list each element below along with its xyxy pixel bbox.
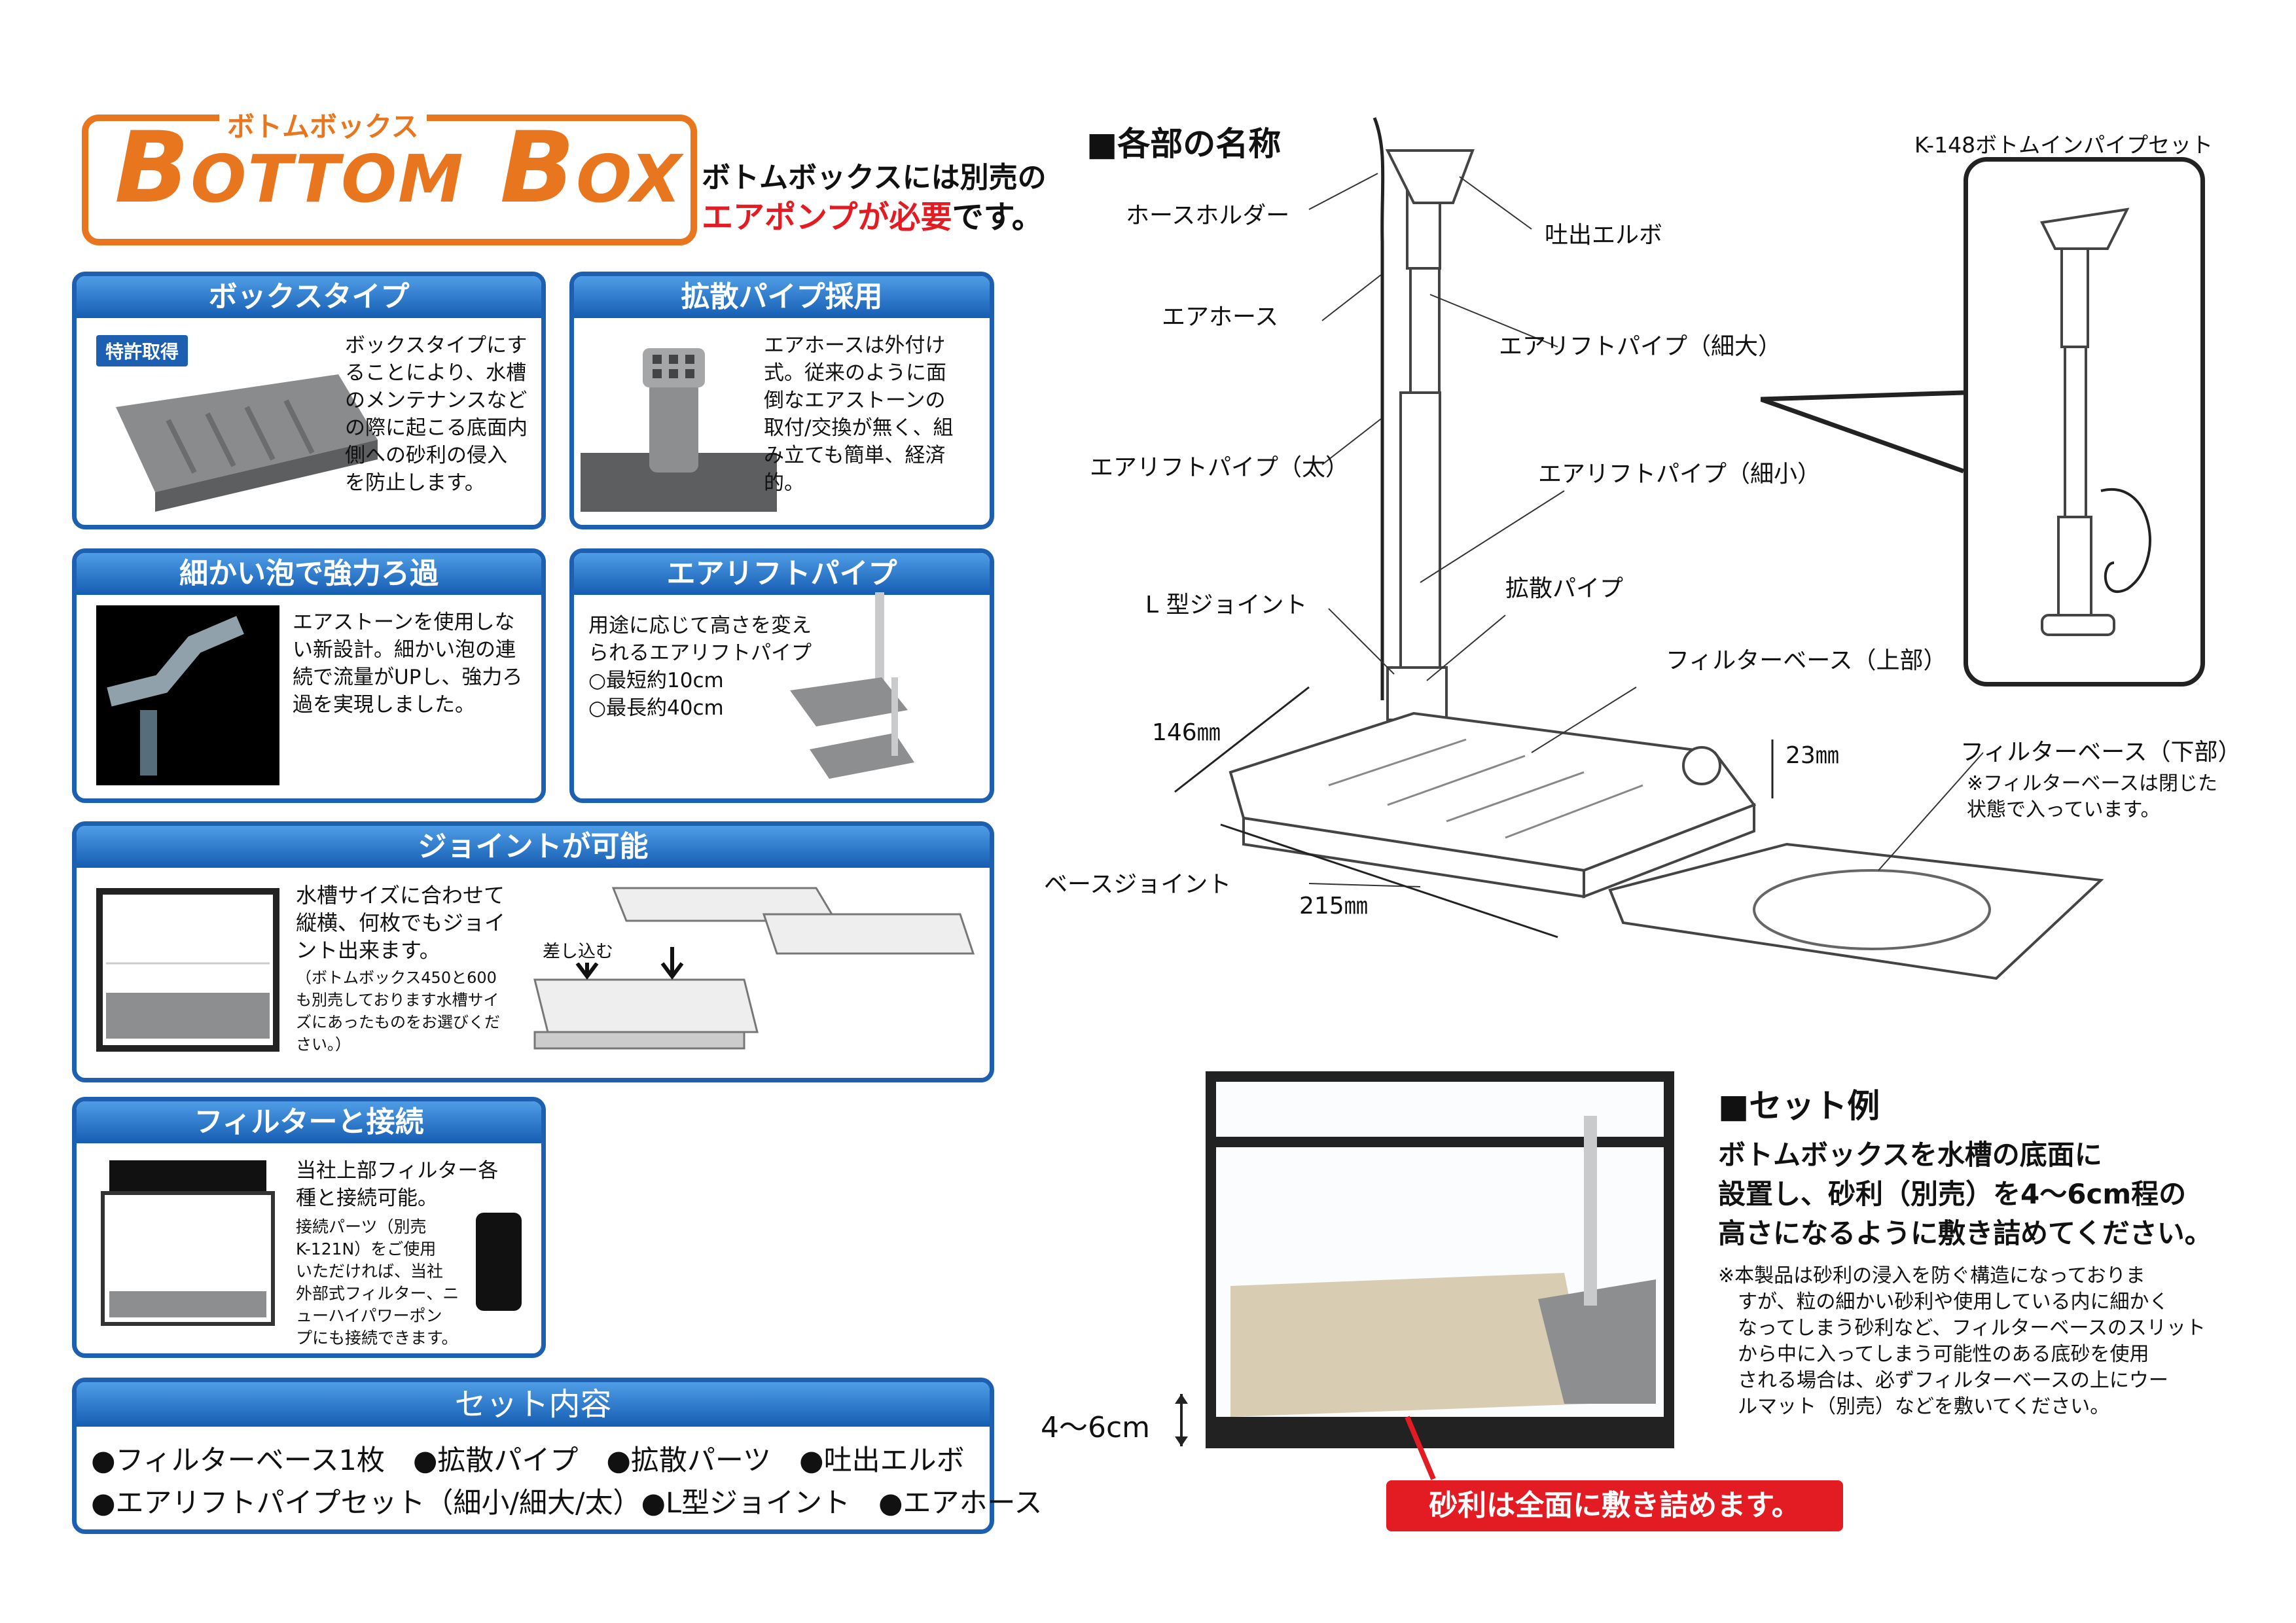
label-dim-height: 23㎜ bbox=[1785, 742, 1839, 769]
set-example-title: ■セット例 bbox=[1718, 1087, 1880, 1125]
insert-label: 差し込む bbox=[543, 937, 613, 963]
label-hose-holder: ホースホルダー bbox=[1126, 202, 1290, 229]
airlift-photo bbox=[790, 592, 914, 779]
joint-diagram bbox=[533, 887, 975, 1050]
logo-ruby: ボトムボックス bbox=[219, 105, 427, 145]
card-desc: エアホースは外付け 式。従来のように面 倒なエアストーンの 取付/交換が無く、組… bbox=[764, 334, 954, 495]
tank-set-photo bbox=[1206, 1071, 1674, 1448]
label-l-joint: L 型ジョイント bbox=[1145, 592, 1308, 618]
label-dim-depth: 146㎜ bbox=[1152, 719, 1221, 746]
gravel-height-label: 4〜6cm bbox=[1041, 1411, 1151, 1444]
patent-badge: 特許取得 bbox=[96, 335, 188, 366]
tank-with-filter-photo bbox=[101, 1160, 275, 1326]
parts-title: ■各部の名称 bbox=[1086, 125, 1282, 163]
card-title: ボックスタイプ bbox=[77, 276, 541, 318]
connector-part-photo bbox=[476, 1213, 522, 1311]
card-note: （ボトムボックス450と600 も別売しております水槽サイ ズにあったものをお選… bbox=[296, 969, 500, 1054]
banner-pointer bbox=[1405, 1416, 1436, 1480]
kit-label: K-148ボトムインパイプセット bbox=[1914, 132, 2214, 158]
bubbles-photo bbox=[96, 605, 279, 785]
card-airlift: エアリフトパイプ 用途に応じて高さを変え られるエアリフトパイプ ○最短約10c… bbox=[569, 548, 994, 803]
label-filter-base-upper: フィルターベース（上部） bbox=[1666, 647, 1947, 674]
card-bubbles: 細かい泡で強力ろ過 エアストーンを使用しな い新設計。細かい泡の連 続で流量がU… bbox=[72, 548, 546, 803]
set-example-desc: ボトムボックスを水槽の底面に 設置し、砂利（別売）を4〜6cm程の 高さになるよ… bbox=[1718, 1139, 2212, 1249]
label-air-hose: エアホース bbox=[1162, 304, 1279, 330]
card-desc: 水槽サイズに合わせて 縦横、何枚でもジョイ ント出来ます。 bbox=[296, 883, 506, 963]
card-title: ジョイントが可能 bbox=[77, 826, 990, 868]
set-contents-row1: ●フィルターベース1枚 ●拡散パイプ ●拡散パーツ ●吐出エルボ bbox=[91, 1444, 965, 1477]
set-contents-title: セット内容 bbox=[77, 1382, 990, 1427]
intro-line1: ボトムボックスには別売の bbox=[702, 161, 1047, 194]
gravel-height-arrow bbox=[1175, 1394, 1188, 1446]
label-diffuser-pipe: 拡散パイプ bbox=[1505, 575, 1624, 602]
card-title: エアリフトパイプ bbox=[574, 553, 990, 595]
card-title: 拡散パイプ採用 bbox=[574, 276, 990, 318]
card-box-type: ボックスタイプ 特許取得 ボックスタイプにす ることにより、水槽 のメンテナンス… bbox=[72, 272, 546, 529]
parts-diagram bbox=[1174, 117, 2104, 980]
kit-illustration bbox=[1761, 207, 2151, 636]
diffuser-pipe-photo bbox=[581, 348, 777, 512]
label-base-joint: ベースジョイント bbox=[1044, 871, 1232, 898]
card-joint: ジョイントが可能 水槽サイズに合わせて 縦横、何枚でもジョイ ント出来ます。 （… bbox=[72, 821, 994, 1082]
label-dim-width: 215㎜ bbox=[1299, 893, 1368, 919]
filter-base-photo bbox=[116, 374, 378, 512]
set-contents-row2: ●エアリフトパイプセット（細小/細大/太）●L型ジョイント ●エアホース bbox=[91, 1487, 1043, 1520]
filter-base-note: ※フィルターベースは閉じた 状態で入っています。 bbox=[1967, 772, 2218, 821]
set-contents: セット内容 ●フィルターベース1枚 ●拡散パイプ ●拡散パーツ ●吐出エルボ ●… bbox=[72, 1378, 1042, 1534]
card-desc: 用途に応じて高さを変え られるエアリフトパイプ ○最短約10cm ○最長約40c… bbox=[588, 614, 812, 720]
label-filter-base-lower: フィルターベース（下部） bbox=[1960, 739, 2242, 766]
card-desc: ボックスタイプにす ることにより、水槽 のメンテナンスなど の際に起こる底面内 … bbox=[345, 334, 528, 495]
card-title: フィルターと接続 bbox=[77, 1101, 541, 1143]
kit-frame bbox=[1964, 157, 2205, 687]
card-title: 細かい泡で強力ろ過 bbox=[77, 553, 541, 595]
intro-line2: エアポンプが必要です。 bbox=[702, 199, 1043, 236]
set-example-note: ※本製品は砂利の浸入を防ぐ構造になっておりま すが、粒の細かい砂利や使用している… bbox=[1718, 1264, 2206, 1418]
card-filter: フィルターと接続 当社上部フィルター各 種と接続可能。 接続パーツ（別売 K-1… bbox=[72, 1097, 546, 1358]
tank-with-base-photo bbox=[96, 888, 279, 1052]
gravel-banner: 砂利は全面に敷き詰めます。 bbox=[1386, 1480, 1843, 1531]
logo-wordmark: BOTTOM BOX bbox=[115, 111, 683, 225]
card-desc: 当社上部フィルター各 種と接続可能。 bbox=[296, 1159, 499, 1210]
label-spout-elbow: 吐出エルボ bbox=[1545, 222, 1663, 249]
card-note: 接続パーツ（別売 K-121N）をご使用 いただければ、当社 外部式フィルター、… bbox=[296, 1217, 459, 1347]
label-airlift-thin-small: エアリフトパイプ（細小） bbox=[1538, 461, 1821, 488]
label-airlift-thin-large: エアリフトパイプ（細大） bbox=[1499, 333, 1782, 360]
label-airlift-thick: エアリフトパイプ（太） bbox=[1090, 454, 1350, 481]
card-desc: エアストーンを使用しな い新設計。細かい泡の連 続で流量がUPし、強力ろ 過を実… bbox=[293, 611, 523, 717]
card-diffuser: 拡散パイプ採用 エアホースは外付け 式。従来のように面 倒なエアストーンの 取付… bbox=[569, 272, 994, 529]
